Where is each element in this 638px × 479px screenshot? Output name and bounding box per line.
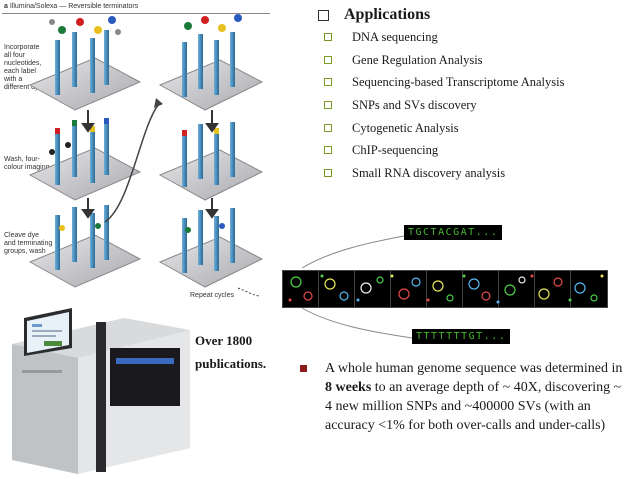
plate-3 [28, 205, 142, 288]
diagram-graphic [28, 14, 264, 297]
step1-line: nucleotides, [4, 60, 42, 67]
genome-bullet: A whole human genome sequence was determ… [300, 359, 630, 435]
list-item-text: SNPs and SVs discovery [352, 98, 477, 113]
list-item: DNA sequencing [316, 26, 634, 49]
square-bullet-icon [324, 55, 332, 64]
list-item-text: Sequencing-based Transcriptome Analysis [352, 75, 565, 90]
genome-text-after: to an average depth of ~ 40X, discoverin… [325, 380, 622, 433]
list-item: ChIP-sequencing [316, 139, 634, 162]
diagram-title: a Illumina/Solexa — Reversible terminato… [4, 3, 138, 10]
diagram-divider [2, 13, 270, 14]
read-sequence-top: TGCTACGAT... [404, 225, 503, 240]
step3-line: Cleave dye [4, 232, 40, 239]
list-item-text: Cytogenetic Analysis [352, 120, 459, 135]
cluster-connector-lines [301, 235, 413, 339]
list-item-text: DNA sequencing [352, 30, 438, 44]
genome-text-bold: 8 weeks [325, 380, 372, 395]
list-item: SNPs and SVs discovery [316, 94, 634, 117]
step1-label: Incorporate all four nucleotides, each l… [4, 44, 42, 92]
reversible-terminators-diagram: a Illumina/Solexa — Reversible terminato… [0, 0, 270, 305]
cluster-image [534, 270, 572, 308]
sequencer-machine-image [4, 308, 192, 478]
step1-line: each label [4, 68, 36, 75]
publications-note: Over 1800 publications. [195, 329, 266, 375]
step1-line: Incorporate [4, 44, 40, 51]
genome-text: A whole human genome sequence was determ… [325, 359, 630, 435]
cluster-image [462, 270, 500, 308]
square-bullet-icon [324, 33, 332, 41]
square-bullet-icon [324, 123, 332, 132]
publications-line1: Over 1800 [195, 333, 253, 348]
cluster-image [318, 270, 356, 308]
square-bullet-icon [300, 365, 307, 372]
plate-1 [28, 16, 142, 111]
square-bullet-icon [324, 169, 332, 178]
list-item-text: Gene Regulation Analysis [352, 52, 483, 67]
list-item-text: ChIP-sequencing [352, 143, 439, 158]
square-bullet-icon [324, 78, 332, 87]
plate-2 [28, 118, 142, 201]
applications-list: Applications DNA sequencing Gene Regulat… [316, 4, 634, 185]
list-item: Small RNA discovery analysis [316, 162, 634, 185]
publications-line2: publications. [195, 356, 267, 371]
step1-line: all four [4, 52, 26, 59]
list-item: Sequencing-based Transcriptome Analysis [316, 71, 634, 94]
plate-5 [158, 122, 264, 201]
diagram-title-text: Illumina/Solexa — Reversible terminators [9, 3, 139, 10]
step3-line: groups, wash [4, 248, 46, 255]
plate-6 [158, 208, 264, 288]
square-bullet-icon [324, 146, 332, 155]
plate-4 [158, 14, 264, 111]
list-item-text: Small RNA discovery analysis [352, 166, 506, 181]
step3-line: and terminating [4, 240, 53, 247]
list-item: Cytogenetic Analysis [316, 117, 634, 140]
applications-title-text: Applications [344, 6, 431, 23]
cluster-image [498, 270, 536, 308]
cluster-dots [288, 274, 604, 304]
step2-line: colour imaging [4, 164, 50, 171]
square-bullet-icon [324, 101, 332, 110]
applications-title: Applications [316, 4, 634, 26]
step1-line: different dye [4, 84, 43, 91]
diagram-title-prefix: a [4, 3, 8, 10]
list-item: Gene Regulation Analysis [316, 49, 634, 72]
read-sequence-bottom: TTTTTTTGT... [412, 329, 511, 344]
step2-line: Wash, four- [4, 156, 40, 163]
genome-text-before: A whole human genome sequence was determ… [325, 361, 623, 376]
sequencing-images: TGCTACGAT... TTTTTTTGT... [262, 220, 638, 350]
step3-label: Cleave dye and terminating groups, wash [4, 232, 52, 256]
step1-line: with a [4, 76, 23, 83]
checkbox-bullet-icon [318, 10, 329, 21]
step2-label: Wash, four- colour imaging [4, 156, 50, 172]
repeat-cycles-label: Repeat cycles [190, 292, 234, 299]
